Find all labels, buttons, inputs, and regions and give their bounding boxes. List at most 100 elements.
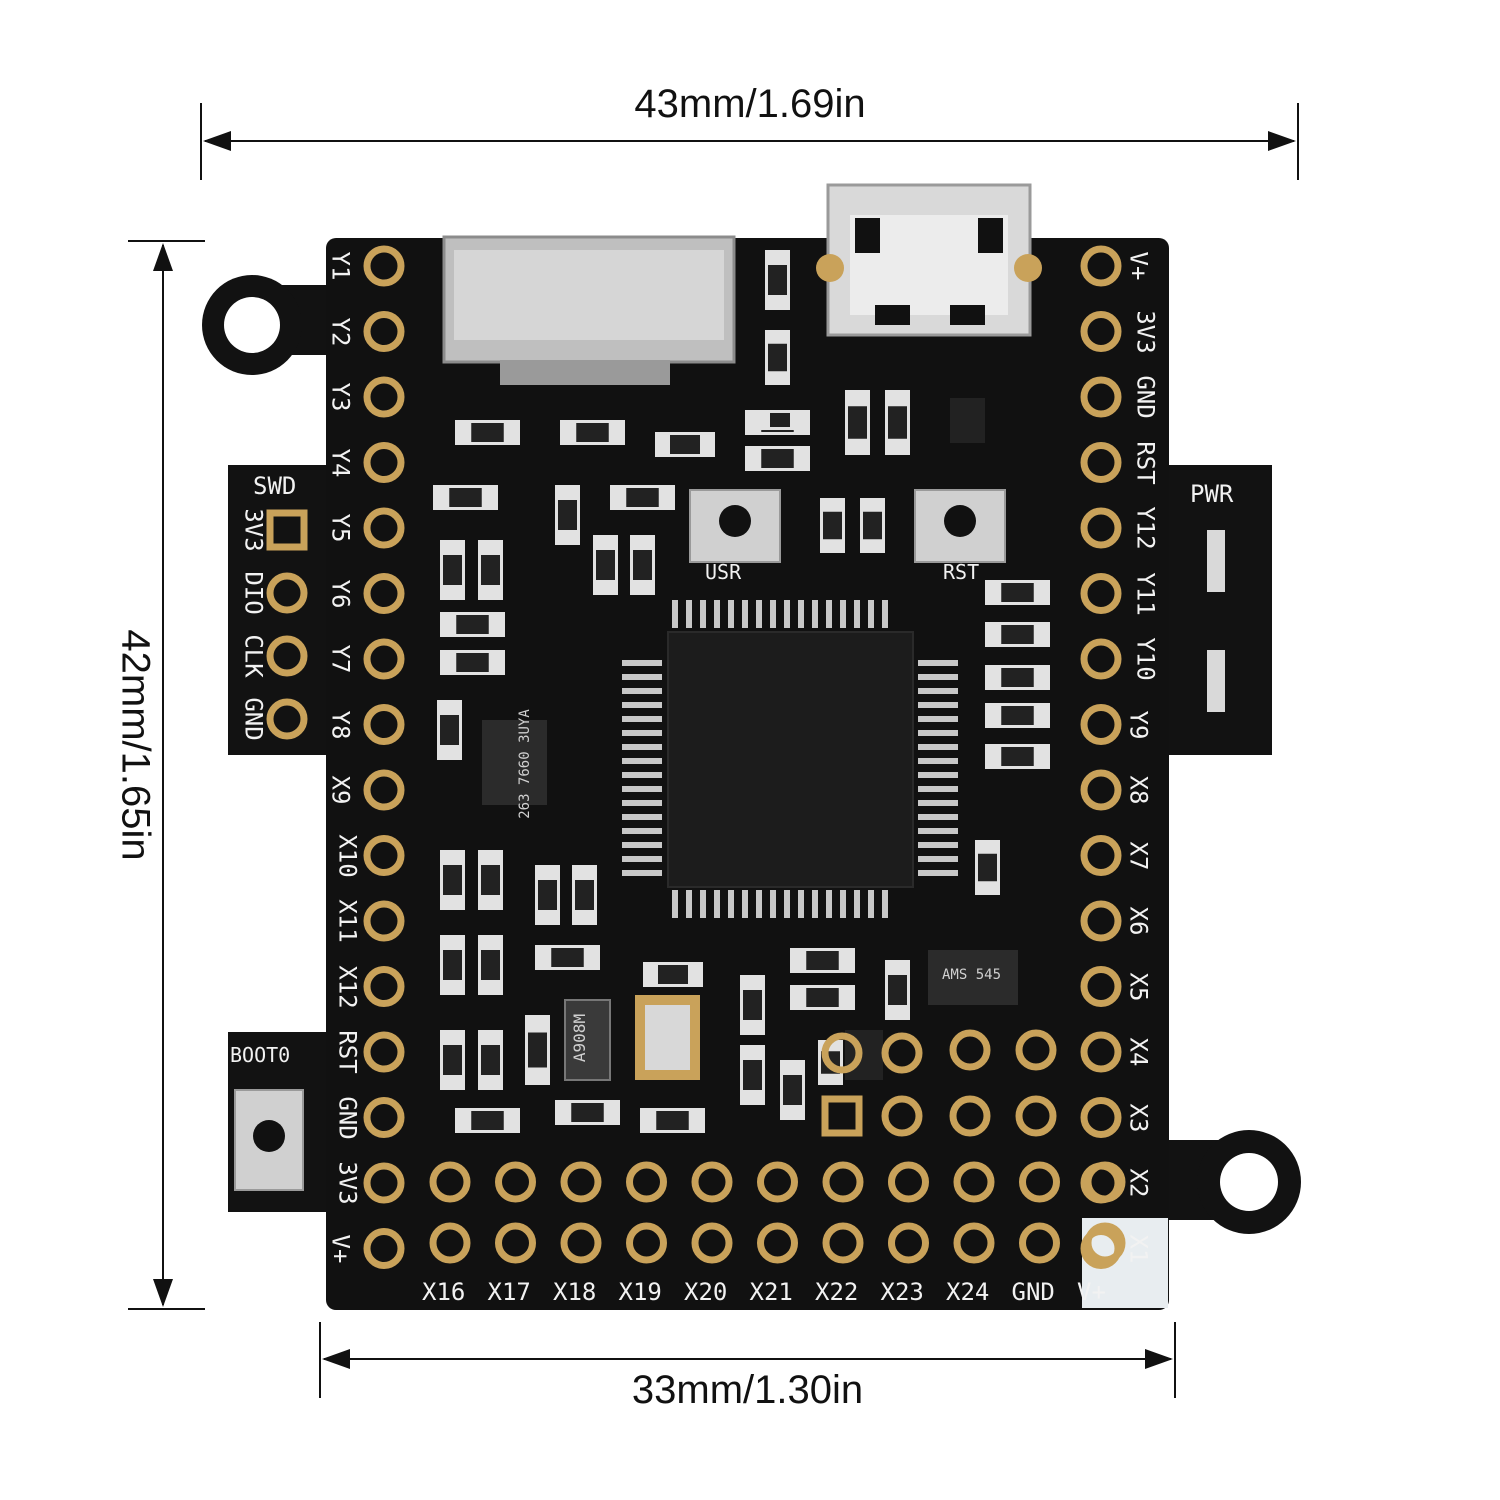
bottom-header-pad-inner — [495, 1161, 536, 1203]
right-header-label: X5 — [1124, 972, 1153, 1001]
left-header-pad — [363, 638, 405, 680]
bottom-header-label: X22 — [815, 1278, 859, 1306]
left-header-label: RST — [333, 1030, 362, 1074]
boot-button — [234, 1089, 304, 1191]
extra-pad — [949, 1095, 991, 1137]
smd-component-body — [576, 423, 609, 442]
right-header-pad — [1080, 900, 1122, 942]
left-header-label: Y8 — [326, 710, 355, 739]
smd-component-body — [670, 435, 700, 454]
pwr-resistor — [1207, 650, 1225, 712]
crystal-marking: A908M — [570, 1013, 590, 1063]
swd-label: GND — [239, 697, 268, 741]
left-header-pad — [363, 704, 405, 745]
boot-button-label: BOOT0 — [230, 1043, 291, 1067]
left-header-pad — [363, 769, 405, 811]
left-header-pad — [363, 376, 405, 418]
extra-pad — [1015, 1095, 1057, 1137]
chip-pin — [622, 800, 662, 806]
regulator-ic — [928, 950, 1018, 1005]
right-header-pad — [1080, 704, 1122, 745]
chip-pin — [714, 600, 720, 628]
smd-component-body — [558, 500, 577, 530]
bottom-header-pad-inner — [757, 1161, 798, 1203]
width-dimension-line — [200, 103, 1299, 180]
bottom-header-pad — [953, 1222, 995, 1264]
chip-pin — [918, 786, 958, 792]
chip-pin — [622, 674, 662, 680]
smd-component-body — [768, 343, 787, 372]
right-header-label: Y12 — [1131, 506, 1160, 550]
right-header-label: X1 — [1124, 1234, 1153, 1263]
chip-pin — [622, 786, 662, 792]
left-header-label: Y5 — [326, 513, 355, 543]
bottom-header-pad — [429, 1222, 471, 1264]
left-header-pad — [363, 1162, 405, 1204]
chip-pin — [686, 890, 692, 918]
right-header-pad — [1080, 245, 1122, 287]
bottom-header-pad — [1084, 1222, 1126, 1264]
smd-component-body — [449, 488, 482, 507]
left-header-label: Y4 — [326, 448, 355, 477]
pitch-dimension-line — [319, 1322, 1176, 1398]
smd-component-body — [823, 511, 842, 540]
bottom-header-label: X16 — [422, 1278, 466, 1306]
left-header-pad — [363, 245, 405, 287]
smd-component-body — [471, 423, 504, 442]
chip-pin — [756, 890, 762, 918]
right-header-pad — [1080, 769, 1122, 811]
chip-pin — [918, 828, 958, 834]
bottom-header-pad-inner — [822, 1161, 864, 1203]
right-header-label: X4 — [1124, 1037, 1153, 1067]
chip-pin — [854, 890, 860, 918]
bottom-header-label: X20 — [684, 1278, 728, 1306]
chip-pin — [918, 814, 958, 820]
left-header-label: GND — [333, 1095, 362, 1140]
chip-pin — [918, 688, 958, 694]
bottom-header-label: X18 — [553, 1278, 597, 1306]
right-header-label: Y9 — [1124, 710, 1153, 739]
chip-pin — [770, 600, 776, 628]
right-header-label: Y10 — [1131, 637, 1160, 681]
smd-component-body — [626, 488, 659, 507]
smd-component-body — [1001, 747, 1034, 766]
chip-pin — [622, 688, 662, 694]
chip-pin — [672, 600, 678, 628]
chip-pin — [742, 600, 748, 628]
width-dimension-label: 43mm/1.69in — [634, 82, 866, 126]
bottom-header-pad — [1019, 1222, 1060, 1264]
chip-pin — [622, 744, 662, 750]
chip-pin — [784, 890, 790, 918]
left-header-label: Y7 — [326, 644, 355, 674]
right-header-label: 3V3 — [1131, 309, 1160, 354]
smd-component-body — [768, 265, 787, 295]
left-header-label: Y6 — [326, 579, 355, 608]
regulator-marking: AMS 545 — [942, 967, 1002, 983]
chip-pin — [868, 600, 874, 628]
chip-pin — [918, 800, 958, 806]
mcu-chip — [622, 600, 958, 918]
smd-component-body — [770, 413, 790, 427]
usr-button — [689, 489, 781, 563]
bottom-header-pad-inner — [888, 1161, 929, 1203]
right-header-label: X7 — [1124, 841, 1153, 870]
bottom-header-label: X23 — [880, 1278, 924, 1306]
mounting-tab-top-left — [202, 275, 335, 375]
chip-pin — [840, 600, 846, 628]
smd-component-body — [806, 988, 839, 1007]
chip-pin — [700, 890, 706, 918]
chip-pin — [622, 772, 662, 778]
chip-pin — [622, 702, 662, 708]
smd-component-body — [888, 406, 907, 439]
extra-pad — [821, 1032, 863, 1074]
left-header-label: X9 — [326, 775, 355, 805]
left-header-label: Y3 — [326, 382, 355, 412]
left-header-label: X12 — [333, 964, 362, 1009]
smd-component-body — [456, 653, 489, 672]
chip-pin — [686, 600, 692, 628]
usr-button-label: USR — [705, 560, 742, 584]
extra-pad — [1015, 1029, 1057, 1071]
smd-component-body — [551, 948, 584, 967]
extra-pad — [881, 1032, 923, 1074]
smd-component-body — [806, 951, 839, 970]
